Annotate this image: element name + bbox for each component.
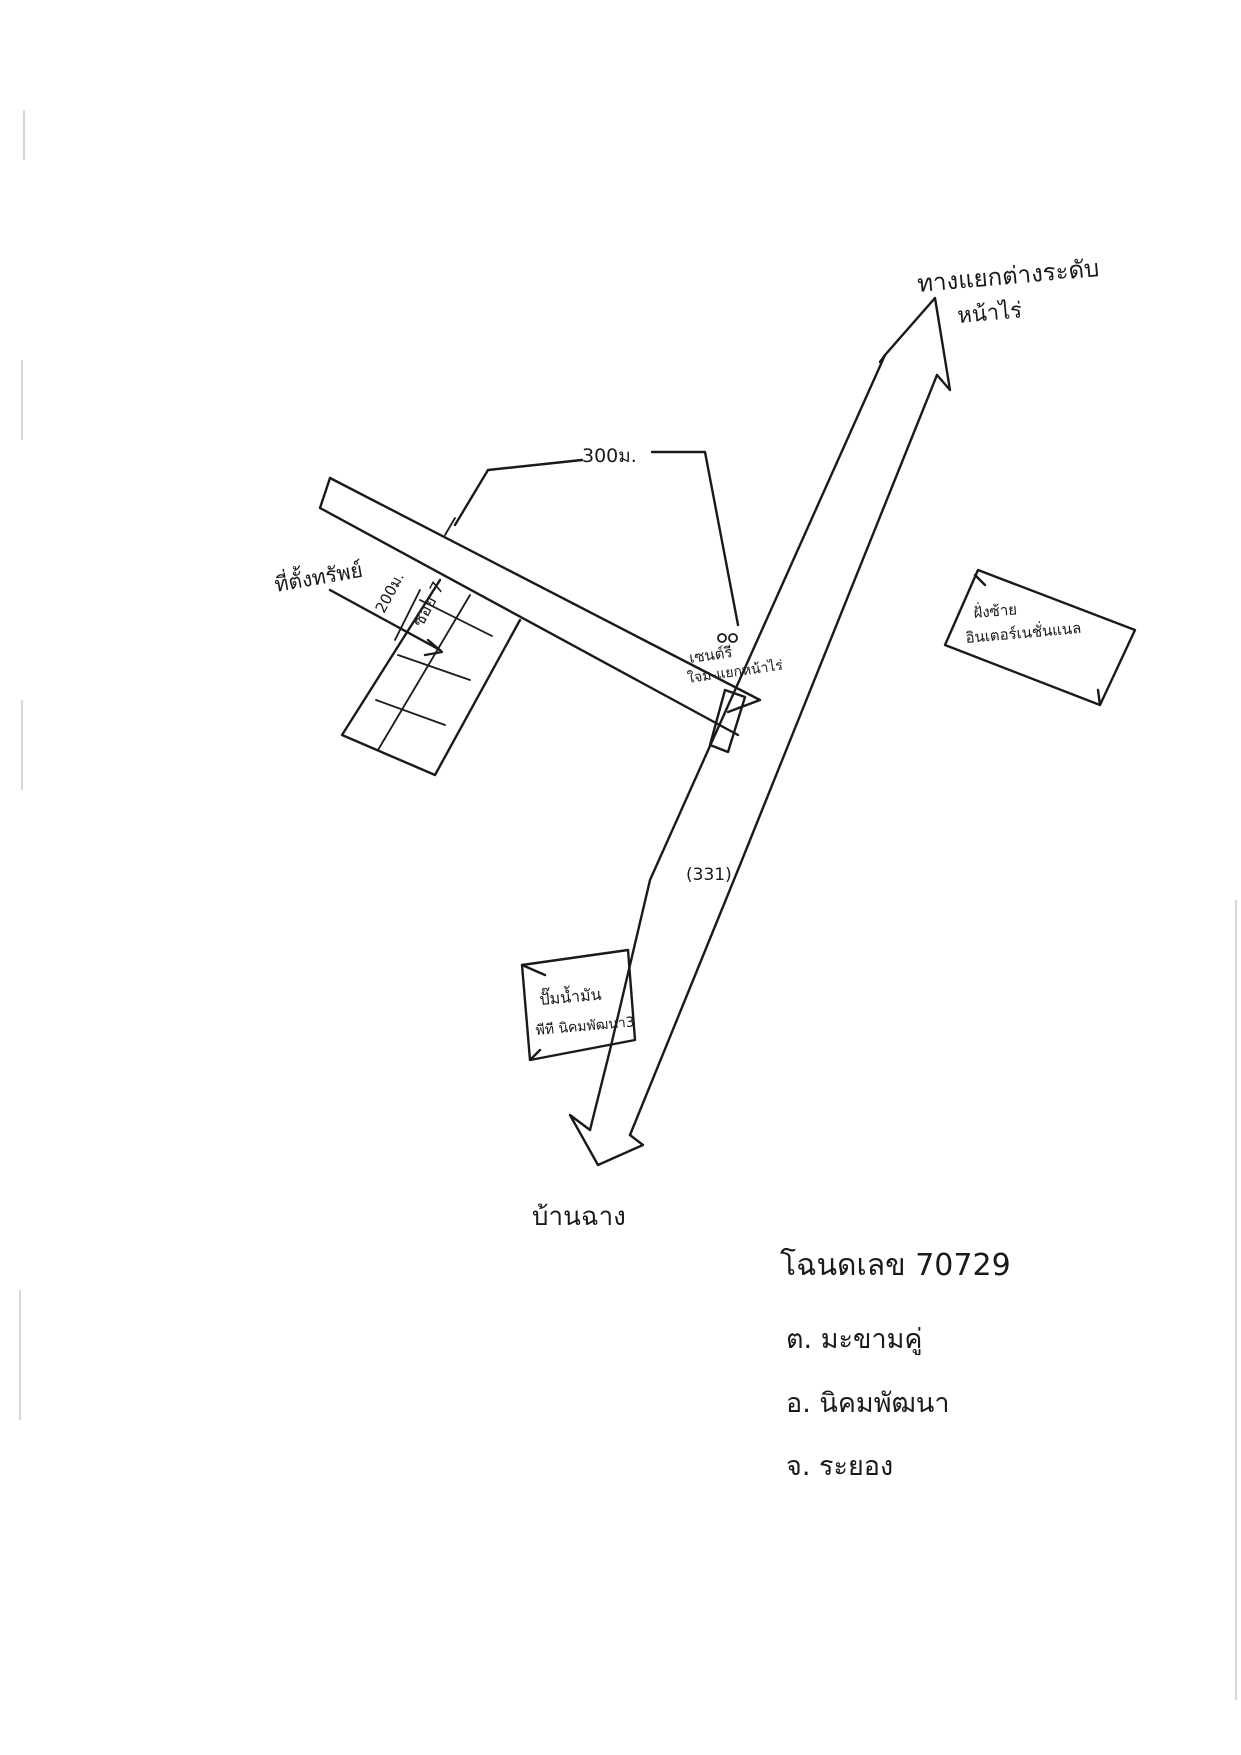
title-deed-number: โฉนดเลข 70729 bbox=[780, 1247, 1011, 1283]
province-label: จ. ระยอง bbox=[786, 1451, 893, 1482]
property-pointer-arrow bbox=[328, 588, 444, 657]
property-plots bbox=[340, 578, 522, 777]
highway-331-road bbox=[588, 353, 939, 1137]
highway-number-label: (331) bbox=[686, 865, 732, 885]
landmark-east-box bbox=[943, 568, 1137, 707]
property-distance-label: 200ม. bbox=[372, 569, 408, 616]
north-destination-line2: หน้าไร่ bbox=[956, 297, 1023, 329]
south-destination-label: บ้านฉาง bbox=[532, 1202, 626, 1232]
junction-marker-dots bbox=[717, 633, 738, 643]
landmark-south-line1: ปั๊มน้ำมัน bbox=[539, 983, 603, 1009]
side-road bbox=[318, 476, 762, 737]
distance-bracket bbox=[444, 450, 740, 627]
scan-edge-marks bbox=[19, 110, 1237, 1700]
landmark-east-line1: ฝั่งซ้าย bbox=[973, 598, 1018, 622]
north-arrow-head bbox=[878, 296, 952, 392]
subdistrict-label: ต. มะขามคู่ bbox=[786, 1324, 922, 1355]
landmark-south-line2: พีที นิคมพัฒนา3 bbox=[535, 1014, 635, 1039]
landmark-south-box bbox=[520, 948, 637, 1062]
junction-label-line1: เซนต์รี bbox=[688, 643, 733, 667]
distance-label: 300ม. bbox=[582, 445, 637, 467]
soi-label: ซอย 7 bbox=[409, 579, 449, 631]
north-destination-line1: ทางแยกต่างระดับ bbox=[916, 254, 1100, 298]
south-arrow-head bbox=[568, 1113, 645, 1167]
property-label: ที่ตั้งทรัพย์ bbox=[272, 555, 364, 597]
district-label: อ. นิคมพัฒนา bbox=[786, 1388, 950, 1419]
landmark-east-line2: อินเตอร์เนชั่นแนล bbox=[965, 617, 1082, 647]
junction-box bbox=[708, 688, 747, 754]
